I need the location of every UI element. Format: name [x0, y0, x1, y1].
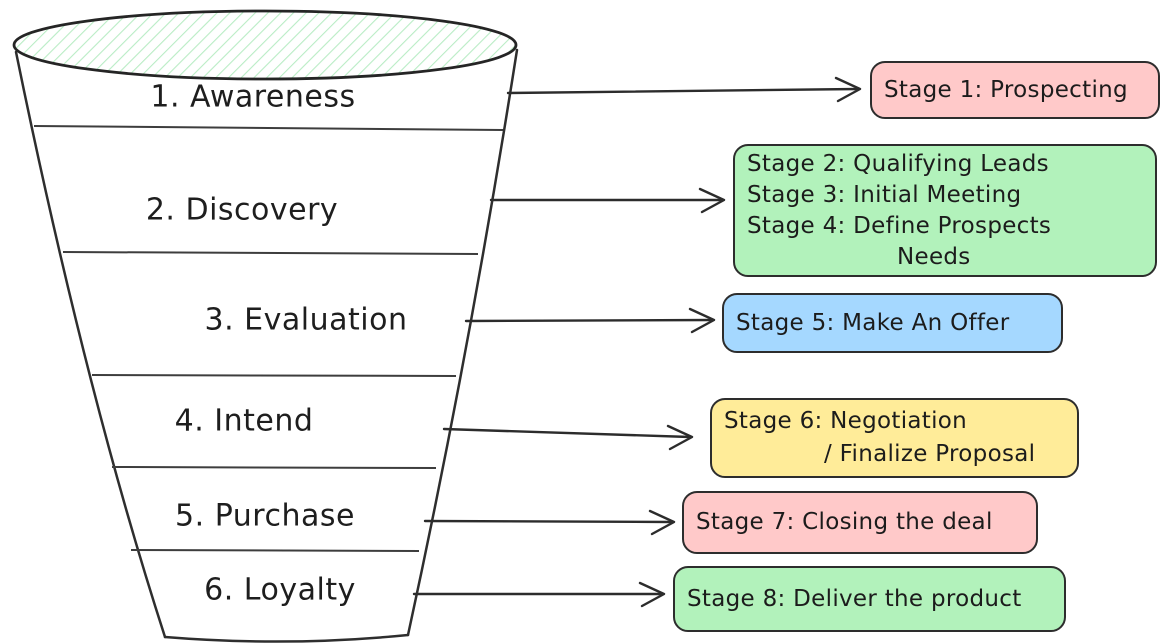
stage-box-6-negotiation[interactable]: Stage 6: Negotiation / Finalize Proposal [710, 398, 1079, 478]
stage-box-line: Stage 5: Make An Offer [736, 309, 1010, 336]
divider-line-3[interactable] [91, 374, 457, 377]
stage-box-8-deliver-the-product[interactable]: Stage 8: Deliver the product [673, 566, 1066, 632]
arrow-purchase-to-stage7[interactable] [423, 509, 676, 536]
funnel-stage-label-discovery[interactable]: 2. Discovery [145, 192, 339, 228]
arrow-intend-to-stage6[interactable] [442, 424, 694, 451]
stage-box-line: Stage 2: Qualifying Leads [747, 150, 1049, 177]
funnel-bottom-edge [163, 633, 410, 643]
funnel-stage-label-evaluation[interactable]: 3. Evaluation [204, 302, 408, 338]
divider-line-1[interactable] [33, 125, 504, 131]
divider-line-2[interactable] [62, 251, 479, 255]
arrow-loyalty-to-stage8[interactable] [412, 581, 666, 608]
stage-box-line: / Finalize Proposal [824, 441, 1036, 467]
funnel-right-edge [406, 48, 519, 637]
stage-box-line: Stage 4: Define Prospects [747, 212, 1052, 239]
stage-box-line: Needs [897, 243, 971, 270]
stage-box-line: Stage 6: Negotiation [724, 408, 968, 434]
stage-box-line: Stage 8: Deliver the product [687, 585, 1022, 612]
divider-line-5[interactable] [130, 549, 420, 552]
stage-box-7-closing-the-deal[interactable]: Stage 7: Closing the deal [682, 491, 1038, 554]
stage-box-line: Stage 7: Closing the deal [696, 509, 993, 535]
stage-box-2-3-4-qualify-meet-define[interactable]: Stage 2: Qualifying Leads Stage 3: Initi… [733, 144, 1157, 277]
stage-box-line: Stage 3: Initial Meeting [747, 181, 1022, 208]
funnel-stage-label-loyalty[interactable]: 6. Loyalty [204, 572, 356, 608]
funnel-stage-label-intend[interactable]: 4. Intend [174, 403, 314, 439]
arrow-awareness-to-stage1[interactable] [506, 76, 862, 103]
stage-box-1-prospecting[interactable]: Stage 1: Prospecting [870, 61, 1160, 119]
funnel-top-ellipse[interactable] [12, 9, 518, 81]
arrow-evaluation-to-stage5[interactable] [464, 307, 716, 334]
funnel-body[interactable] [16, 50, 517, 642]
funnel-left-edge [14, 50, 167, 639]
funnel-stage-label-awareness[interactable]: 1. Awareness [150, 79, 356, 115]
stage-box-line: Stage 1: Prospecting [884, 76, 1128, 103]
divider-line-4[interactable] [111, 466, 437, 469]
stage-box-5-make-an-offer[interactable]: Stage 5: Make An Offer [722, 293, 1063, 353]
arrow-discovery-to-stages234[interactable] [489, 187, 726, 214]
funnel-stage-label-purchase[interactable]: 5. Purchase [175, 498, 355, 534]
